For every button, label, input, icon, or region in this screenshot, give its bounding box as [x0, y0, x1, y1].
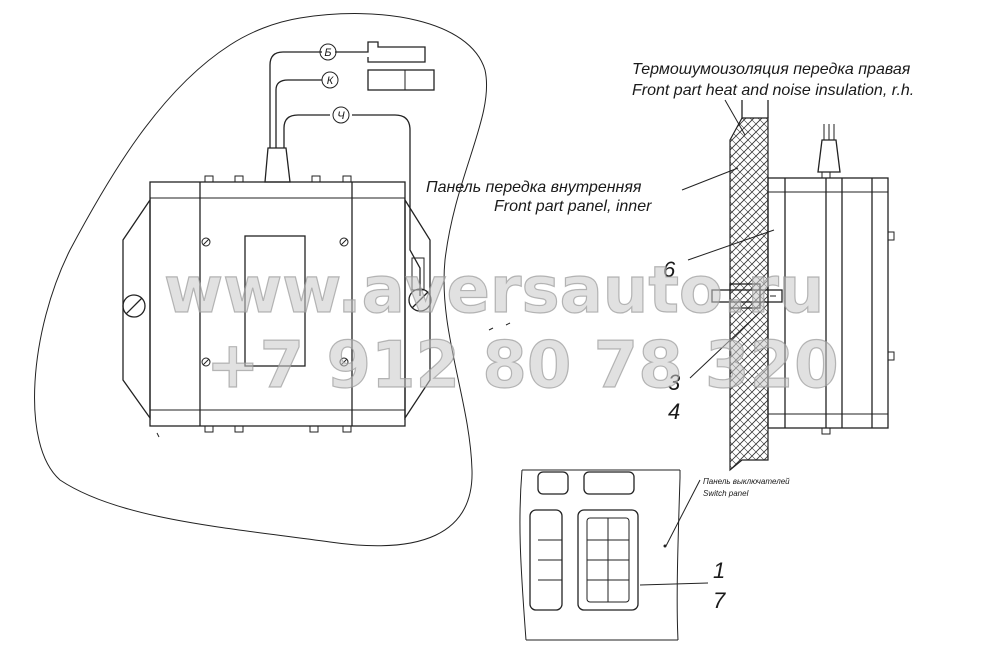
svg-text:Б: Б — [324, 47, 331, 59]
svg-text:К: К — [327, 75, 334, 87]
wire-marker-ch: Ч — [332, 106, 350, 124]
side-section-view — [488, 99, 895, 472]
svg-text:Ч: Ч — [337, 110, 345, 122]
switch-panel-label-ru: Панель выключателей — [703, 477, 790, 486]
callout-3: 3 — [668, 370, 681, 395]
callout-4: 4 — [668, 399, 680, 424]
callout-1: 1 — [713, 558, 725, 583]
switch-panel-view — [519, 469, 709, 641]
callout-6: 6 — [663, 257, 676, 282]
panel-label-ru: Панель передка внутренняя — [426, 179, 642, 196]
insulation-label-en: Front part heat and noise insulation, r.… — [632, 82, 914, 99]
main-unit-view — [122, 41, 435, 438]
switch-panel-label-en: Switch panel — [703, 489, 749, 498]
wire-marker-k: К — [321, 71, 339, 89]
watermark-phone: +7 912 80 78 320 — [206, 329, 839, 403]
watermark-url: www.aversauto.ru — [164, 254, 824, 328]
detail-outline — [34, 13, 488, 547]
insulation-label-ru: Термошумоизоляция передка правая — [632, 61, 911, 78]
callout-7: 7 — [713, 588, 726, 613]
panel-label-en: Front part panel, inner — [494, 198, 652, 215]
wire-marker-b: Б — [319, 43, 337, 61]
